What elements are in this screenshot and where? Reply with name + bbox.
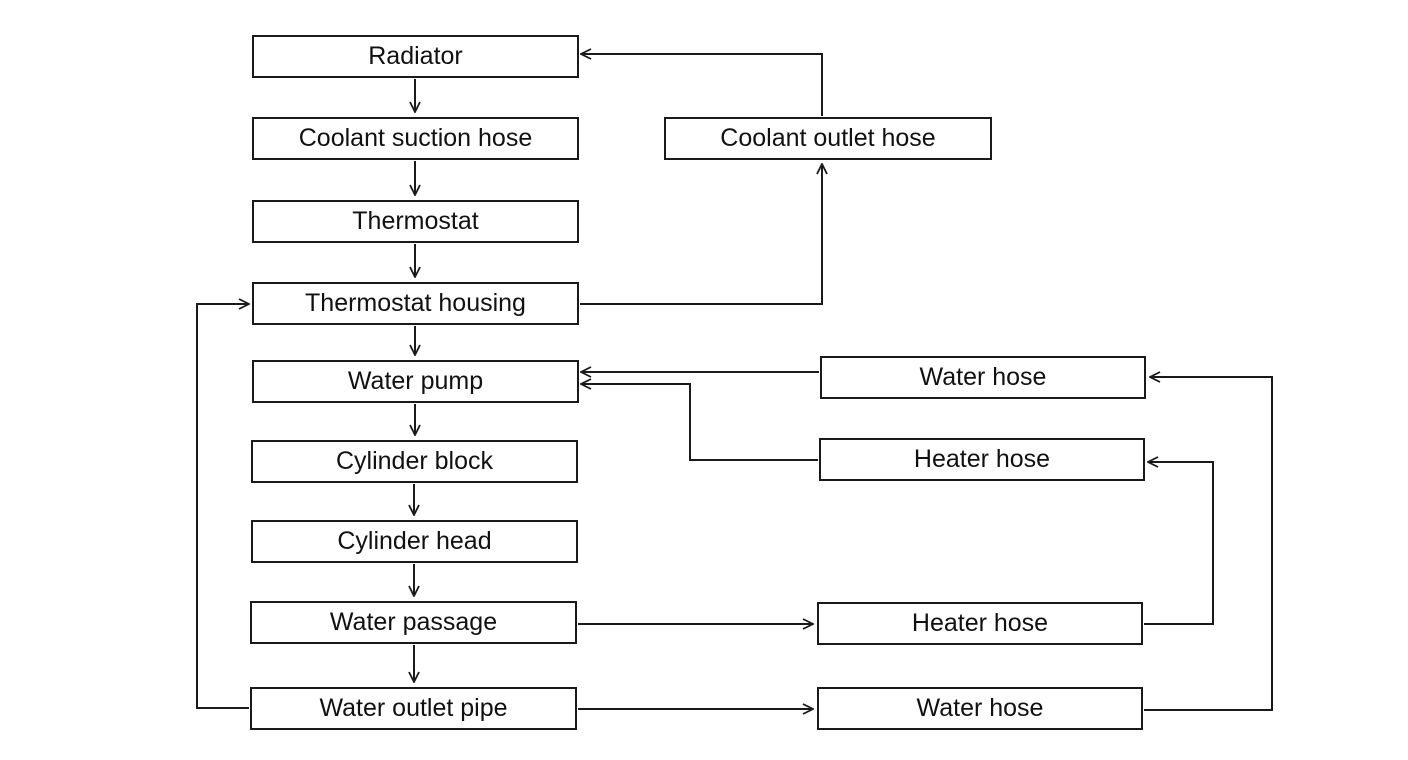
node-label: Water outlet pipe bbox=[319, 694, 508, 722]
node-label: Water pump bbox=[347, 367, 484, 395]
node-label: Water passage bbox=[329, 608, 498, 636]
node-coolant-outlet-hose: Coolant outlet hose bbox=[664, 117, 992, 160]
node-radiator: Radiator bbox=[252, 35, 579, 78]
node-water-outlet-pipe: Water outlet pipe bbox=[250, 687, 577, 730]
edge-water-hose-bottom-to-top bbox=[1144, 377, 1273, 711]
node-label: Cylinder head bbox=[337, 527, 492, 555]
node-cylinder-block: Cylinder block bbox=[251, 440, 578, 483]
node-label: Radiator bbox=[368, 42, 463, 70]
node-water-hose-top: Water hose bbox=[820, 356, 1146, 399]
edge-outlet-pipe-to-housing bbox=[196, 304, 249, 709]
edge-housing-to-coolant-outlet bbox=[580, 164, 822, 305]
node-label: Water hose bbox=[919, 363, 1047, 391]
edge-heater-top-to-pump bbox=[581, 384, 818, 461]
node-thermostat: Thermostat bbox=[252, 200, 579, 243]
edge-coolant-outlet-to-radiator bbox=[581, 54, 823, 116]
node-cylinder-head: Cylinder head bbox=[251, 520, 578, 563]
edge-heater-bottom-to-heater-top bbox=[1144, 462, 1214, 625]
node-label: Coolant suction hose bbox=[298, 124, 533, 152]
node-label: Thermostat bbox=[352, 207, 479, 235]
node-heater-hose-top: Heater hose bbox=[819, 438, 1145, 481]
node-thermostat-housing: Thermostat housing bbox=[252, 282, 579, 325]
node-water-pump: Water pump bbox=[252, 360, 579, 403]
node-heater-hose-bottom: Heater hose bbox=[817, 602, 1143, 645]
node-label: Heater hose bbox=[913, 445, 1051, 473]
node-label: Coolant outlet hose bbox=[720, 124, 936, 152]
node-water-hose-bottom: Water hose bbox=[817, 687, 1143, 730]
node-coolant-suction-hose: Coolant suction hose bbox=[252, 117, 579, 160]
node-water-passage: Water passage bbox=[250, 601, 577, 644]
node-label: Cylinder block bbox=[335, 447, 493, 475]
node-label: Heater hose bbox=[911, 609, 1049, 637]
node-label: Water hose bbox=[916, 694, 1044, 722]
node-label: Thermostat housing bbox=[305, 289, 526, 317]
